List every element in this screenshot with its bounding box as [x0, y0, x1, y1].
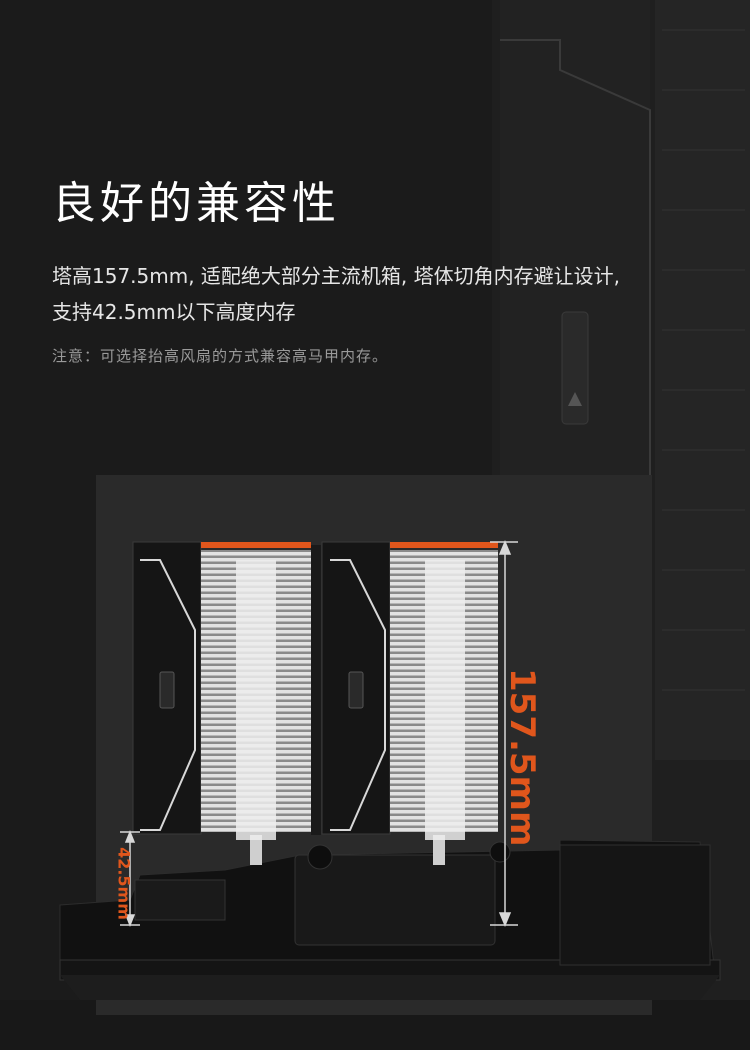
ram-clearance-label: 42.5mm — [114, 847, 134, 920]
description-line-2: 支持42.5mm以下高度内存 — [52, 300, 296, 324]
tower-height-label: 157.5mm — [502, 668, 542, 847]
page-title: 良好的兼容性 — [52, 178, 340, 229]
compatibility-note: 注意：可选择抬高风扇的方式兼容高马甲内存。 — [52, 347, 389, 365]
feature-description: 塔高157.5mm, 适配绝大部分主流机箱, 塔体切角内存避让设计, 支持42.… — [52, 258, 712, 330]
cooler-illustration — [59, 540, 721, 1000]
description-line-1: 塔高157.5mm, 适配绝大部分主流机箱, 塔体切角内存避让设计, — [52, 264, 621, 288]
